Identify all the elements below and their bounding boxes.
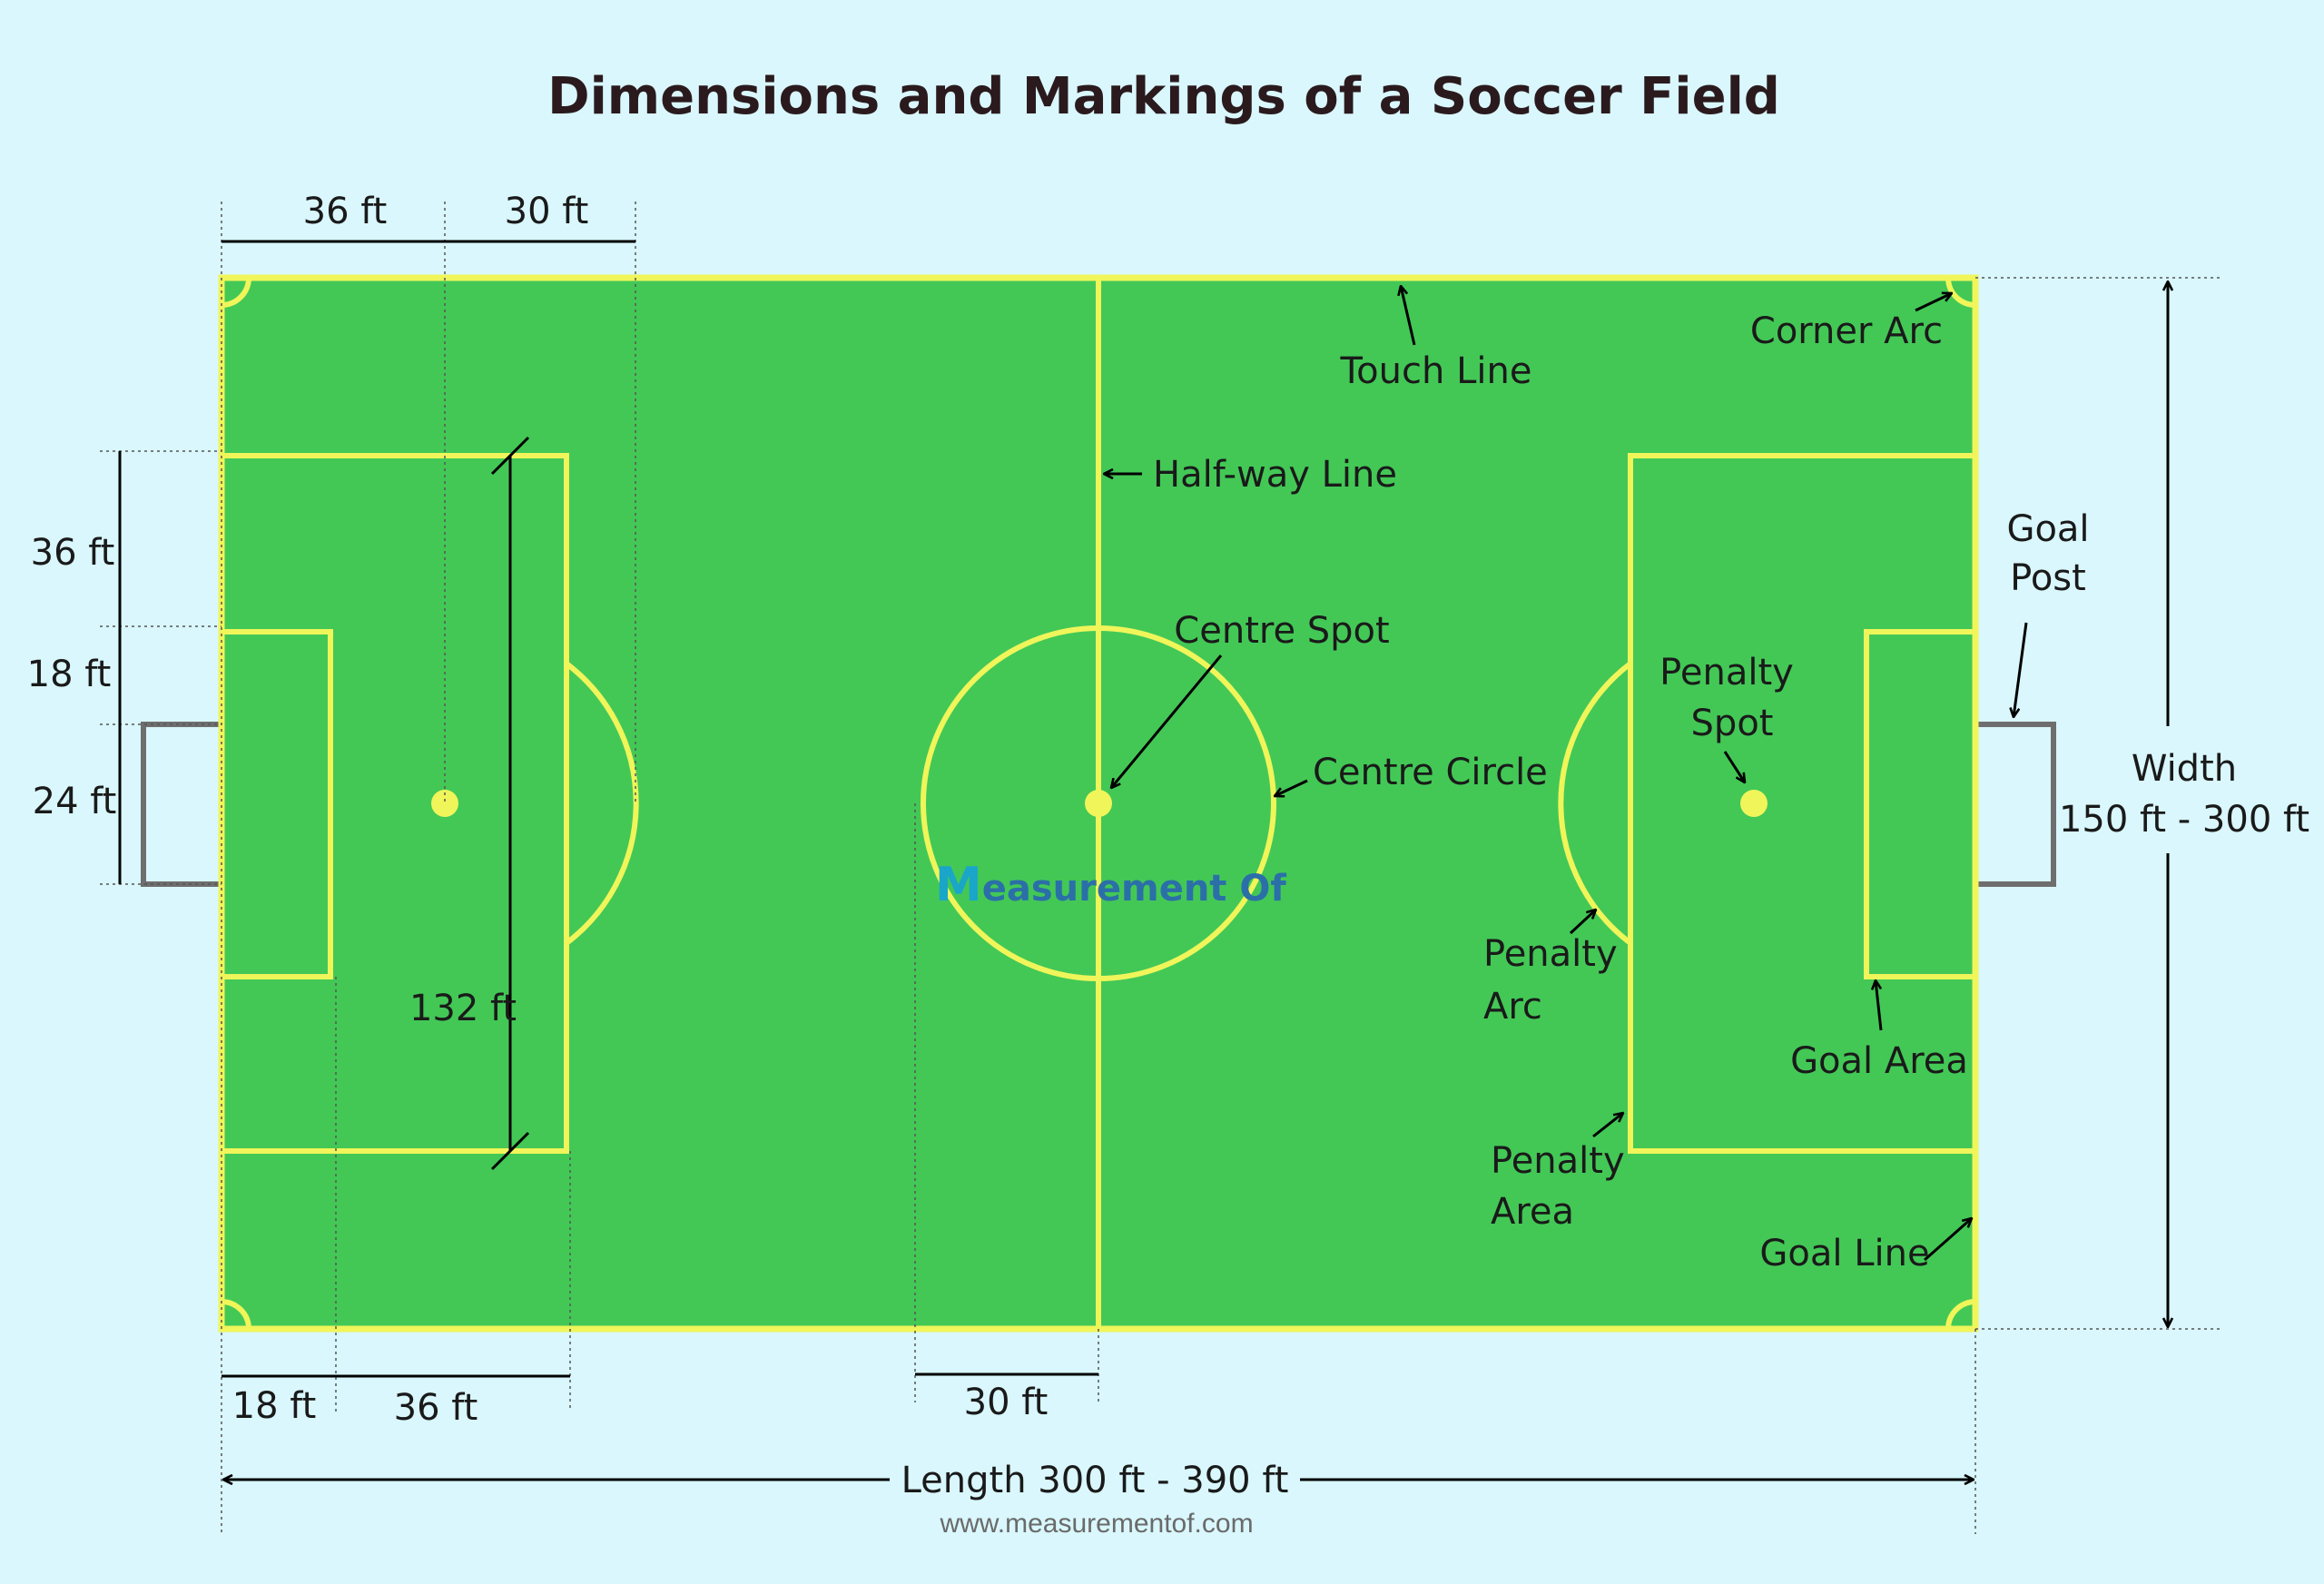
right-goal-area (1864, 629, 1978, 979)
source-url: www.measurementof.com (939, 1509, 1253, 1539)
left-penalty-spot (431, 790, 458, 817)
dim-side-24-label: 24 ft (33, 781, 117, 822)
centre-circle-label: Centre Circle (1313, 752, 1548, 793)
goal-area-label: Goal Area (1790, 1040, 1968, 1082)
dim-width-label-line1: Width (2132, 748, 2237, 790)
penalty-arc-label-line1: Penalty (1483, 933, 1618, 975)
dim-side-18-label: 18 ft (27, 654, 112, 695)
dim-side-36-label: 36 ft (31, 532, 115, 574)
dim-top-left-label: 36 ft (303, 191, 388, 232)
dim-bottom-30-label: 30 ft (964, 1382, 1049, 1423)
goal-line-label: Goal Line (1759, 1233, 1929, 1274)
corner-arc-bottom-right (1945, 1299, 1976, 1330)
halfway-line-label: Half-way Line (1153, 454, 1397, 496)
right-goal-post (1971, 722, 2056, 887)
left-goal-area (219, 629, 333, 979)
right-penalty-spot (1740, 790, 1768, 817)
penalty-spot-label-line2: Spot (1691, 703, 1774, 744)
watermark: Measurement Of (935, 858, 1286, 912)
dim-bottom-36-label: 36 ft (394, 1387, 478, 1429)
corner-arc-label: Corner Arc (1750, 310, 1943, 352)
corner-arc-bottom-left (221, 1299, 251, 1330)
diagram-title: Dimensions and Markings of a Soccer Fiel… (547, 67, 1780, 126)
dim-length-label: Length 300 ft - 390 ft (901, 1460, 1289, 1501)
centre-spot-label: Centre Spot (1174, 610, 1389, 652)
corner-arc-top-left (221, 277, 251, 308)
centre-circle (921, 625, 1276, 981)
annotation-arrows (1104, 286, 2028, 1262)
penalty-arc-label-line2: Arc (1483, 986, 1542, 1028)
dim-width-label-line2: 150 ft - 300 ft (2059, 799, 2309, 841)
left-goal-post (141, 722, 226, 887)
corner-arc-top-right (1945, 277, 1976, 308)
penalty-area-label-line1: Penalty (1491, 1140, 1625, 1182)
penalty-spot-label-line1: Penalty (1659, 652, 1794, 694)
left-penalty-arc (565, 661, 639, 946)
dim-penalty-width-label: 132 ft (409, 988, 517, 1029)
centre-spot (1085, 790, 1112, 817)
dim-bottom-18-label: 18 ft (232, 1385, 317, 1427)
goal-post-label-line1: Goal (2006, 508, 2089, 550)
penalty-area-label-line2: Area (1491, 1191, 1574, 1233)
touch-line-label: Touch Line (1340, 350, 1532, 392)
dimension-lines (118, 240, 2168, 1480)
dim-top-right-label: 30 ft (505, 191, 589, 232)
goal-post-label-line2: Post (2010, 557, 2086, 599)
